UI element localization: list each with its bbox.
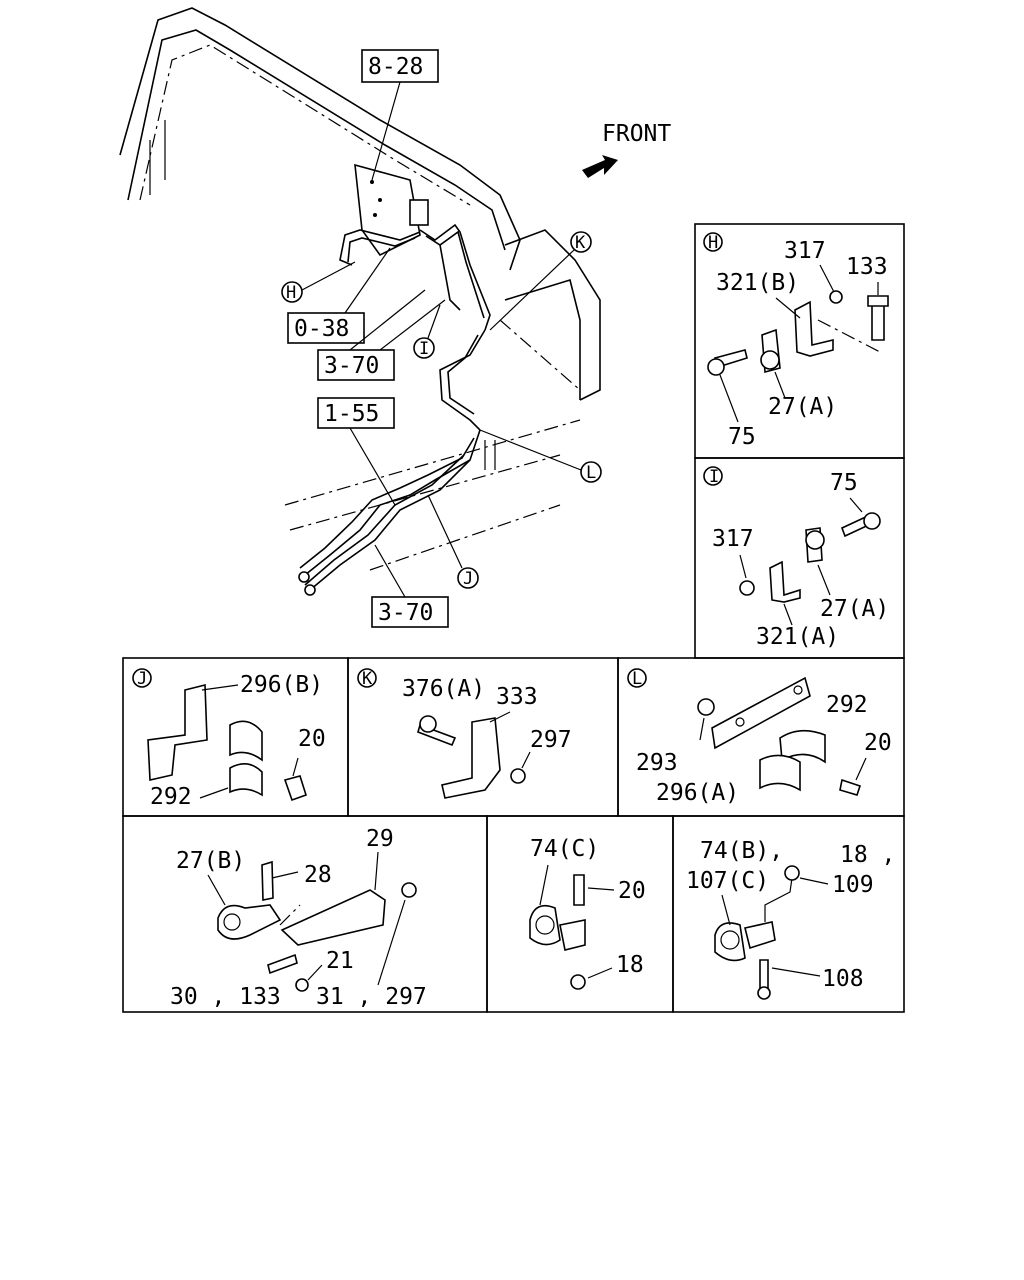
label-30-133: 30 , 133 — [170, 984, 281, 1010]
label-333: 333 — [496, 684, 538, 710]
label-74b: 74(B), — [700, 838, 783, 864]
label-109: 109 — [832, 872, 874, 898]
panel-J: J 296(B) 20 292 — [122, 657, 349, 817]
label-20: 20 — [864, 730, 892, 756]
label-296b: 296(B) — [240, 672, 323, 698]
panel-L: L 292 20 293 296(A) — [617, 657, 905, 817]
label-107c: 107(C) — [686, 868, 769, 894]
label-28: 28 — [304, 862, 332, 888]
label-27a: 27(A) — [820, 596, 889, 622]
label-21: 21 — [326, 948, 354, 974]
label-292: 292 — [150, 784, 192, 810]
panel-K: K 376(A) 333 297 — [347, 657, 619, 817]
label-18: 18 , — [840, 842, 895, 868]
ref-1-55-label: 1-55 — [324, 401, 379, 427]
callout-J: J — [463, 569, 473, 589]
ref-8-28-label: 8-28 — [368, 54, 423, 80]
main-assembly-drawing: FRONT 8-28 0-38 3-70 1-55 3-70 H I K L J — [119, 7, 671, 628]
panel-H: H 317 133 321(B) 27(A) 75 — [694, 223, 905, 459]
callout-I: I — [419, 339, 429, 359]
ref-0-38-label: 0-38 — [294, 316, 349, 342]
panel-L-letter: L — [632, 669, 642, 689]
label-296a: 296(A) — [656, 780, 739, 806]
label-321a: 321(A) — [756, 624, 839, 650]
ref-box-0-38 — [287, 312, 365, 344]
label-74c: 74(C) — [530, 836, 599, 862]
label-297: 297 — [530, 727, 572, 753]
callout-L: L — [586, 463, 596, 483]
label-376a: 376(A) — [402, 676, 485, 702]
label-321b: 321(B) — [716, 270, 799, 296]
ref-box-3-70-lower — [371, 596, 449, 628]
label-75: 75 — [830, 470, 858, 496]
panel-I: I 75 317 27(A) 321(A) — [694, 457, 905, 659]
ref-box-1-55 — [317, 397, 395, 429]
panel-K-letter: K — [362, 669, 373, 689]
label-20: 20 — [298, 726, 326, 752]
label-27a: 27(A) — [768, 394, 837, 420]
callout-H: H — [286, 283, 296, 303]
label-293: 293 — [636, 750, 678, 776]
ref-3-70-lower-label: 3-70 — [378, 600, 433, 626]
panel-74c: 74(C) 20 18 — [486, 815, 674, 1013]
panel-27b: 29 27(B) 28 21 30 , 133 31 , 297 — [122, 815, 488, 1013]
ref-3-70-upper-label: 3-70 — [324, 353, 379, 379]
callout-K: K — [575, 233, 586, 253]
panel-I-letter: I — [709, 467, 719, 487]
label-27b: 27(B) — [176, 848, 245, 874]
label-20: 20 — [618, 878, 646, 904]
front-label: FRONT — [602, 121, 671, 147]
label-75: 75 — [728, 424, 756, 450]
panel-J-letter: J — [137, 669, 147, 689]
panel-H-letter: H — [708, 233, 718, 253]
label-31-297: 31 , 297 — [316, 984, 427, 1010]
label-317: 317 — [712, 526, 754, 552]
label-292: 292 — [826, 692, 868, 718]
label-108: 108 — [822, 966, 864, 992]
ref-box-3-70-upper — [317, 349, 395, 381]
label-29: 29 — [366, 826, 394, 852]
panel-74b: 74(B), 18 , 107(C) 109 108 — [672, 815, 905, 1013]
label-317: 317 — [784, 238, 826, 264]
label-18: 18 — [616, 952, 644, 978]
label-133: 133 — [846, 254, 888, 280]
